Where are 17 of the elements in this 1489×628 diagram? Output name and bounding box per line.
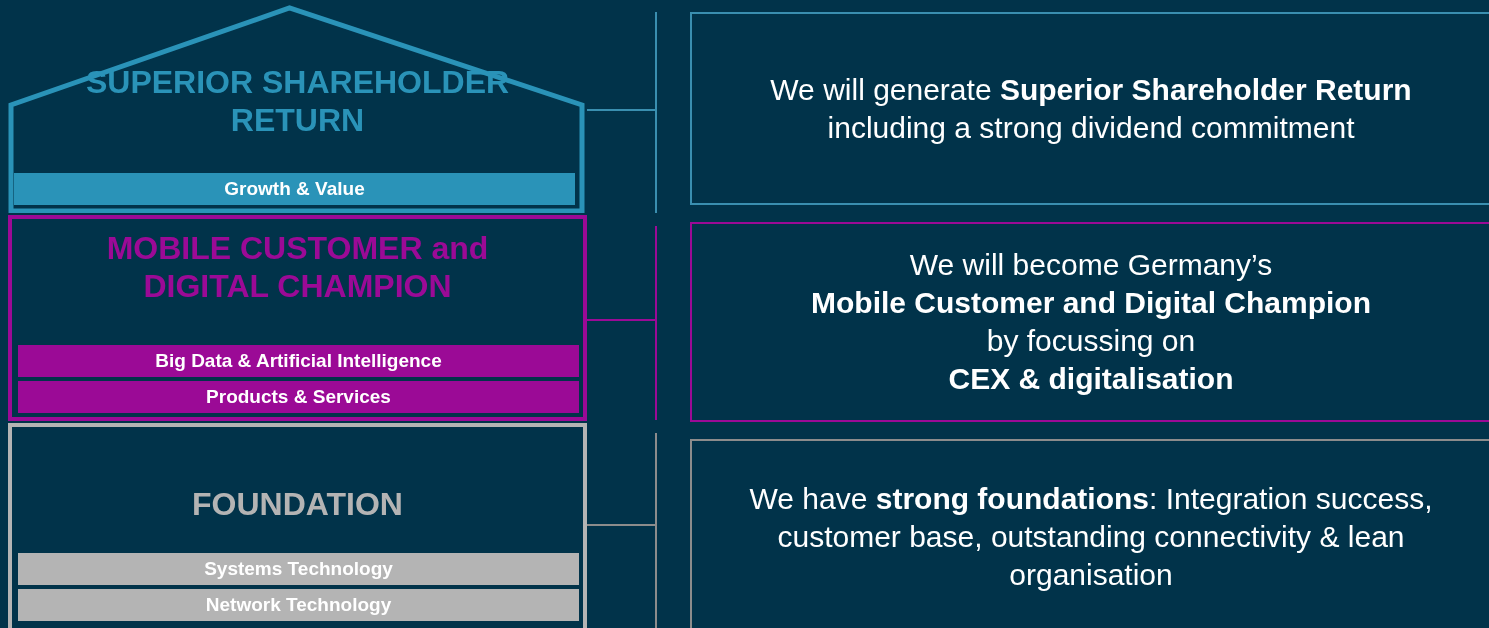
statement-text: We will generate Superior Shareholder Return including a strong dividend commitment <box>769 71 1413 146</box>
statement-text: We will become Germany’s Mobile Customer and Digital Champion by focussing on CEX & digitalisation <box>810 247 1372 397</box>
pillar-bar: Network Technology <box>18 589 579 621</box>
pillar-bar: Products & Services <box>18 381 579 413</box>
house-shape <box>8 5 587 213</box>
tier-box <box>8 423 587 628</box>
pillar-bar: Growth & Value <box>14 173 575 205</box>
pillar-bar: Big Data & Artificial Intelligence <box>18 345 579 377</box>
tier-box <box>8 215 587 421</box>
statement-box <box>690 439 1489 628</box>
pillar-bar: Systems Technology <box>18 553 579 585</box>
statement-text: We have strong foundations: Integration success, customer base, outstanding connectivity & lean organisation <box>748 480 1434 593</box>
tier-title: SUPERIOR SHAREHOLDER RETURN <box>84 63 511 139</box>
tier-title: FOUNDATION <box>191 485 404 523</box>
statement-box <box>690 222 1489 422</box>
tier-title: MOBILE CUSTOMER and DIGITAL CHAMPION <box>105 229 490 305</box>
statement-box <box>690 12 1489 205</box>
